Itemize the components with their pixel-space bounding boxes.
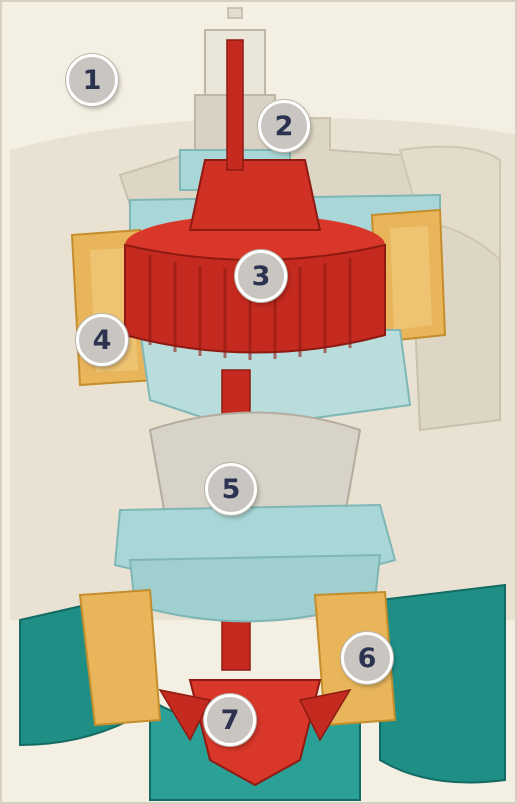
callout-4: 4: [76, 314, 128, 366]
callout-1: 1: [66, 54, 118, 106]
turbine-headcover: [115, 413, 395, 622]
callout-2: 2: [258, 100, 310, 152]
callout-3: 3: [235, 250, 287, 302]
callout-6: 6: [341, 632, 393, 684]
callout-7: 7: [204, 694, 256, 746]
callout-5: 5: [205, 463, 257, 515]
